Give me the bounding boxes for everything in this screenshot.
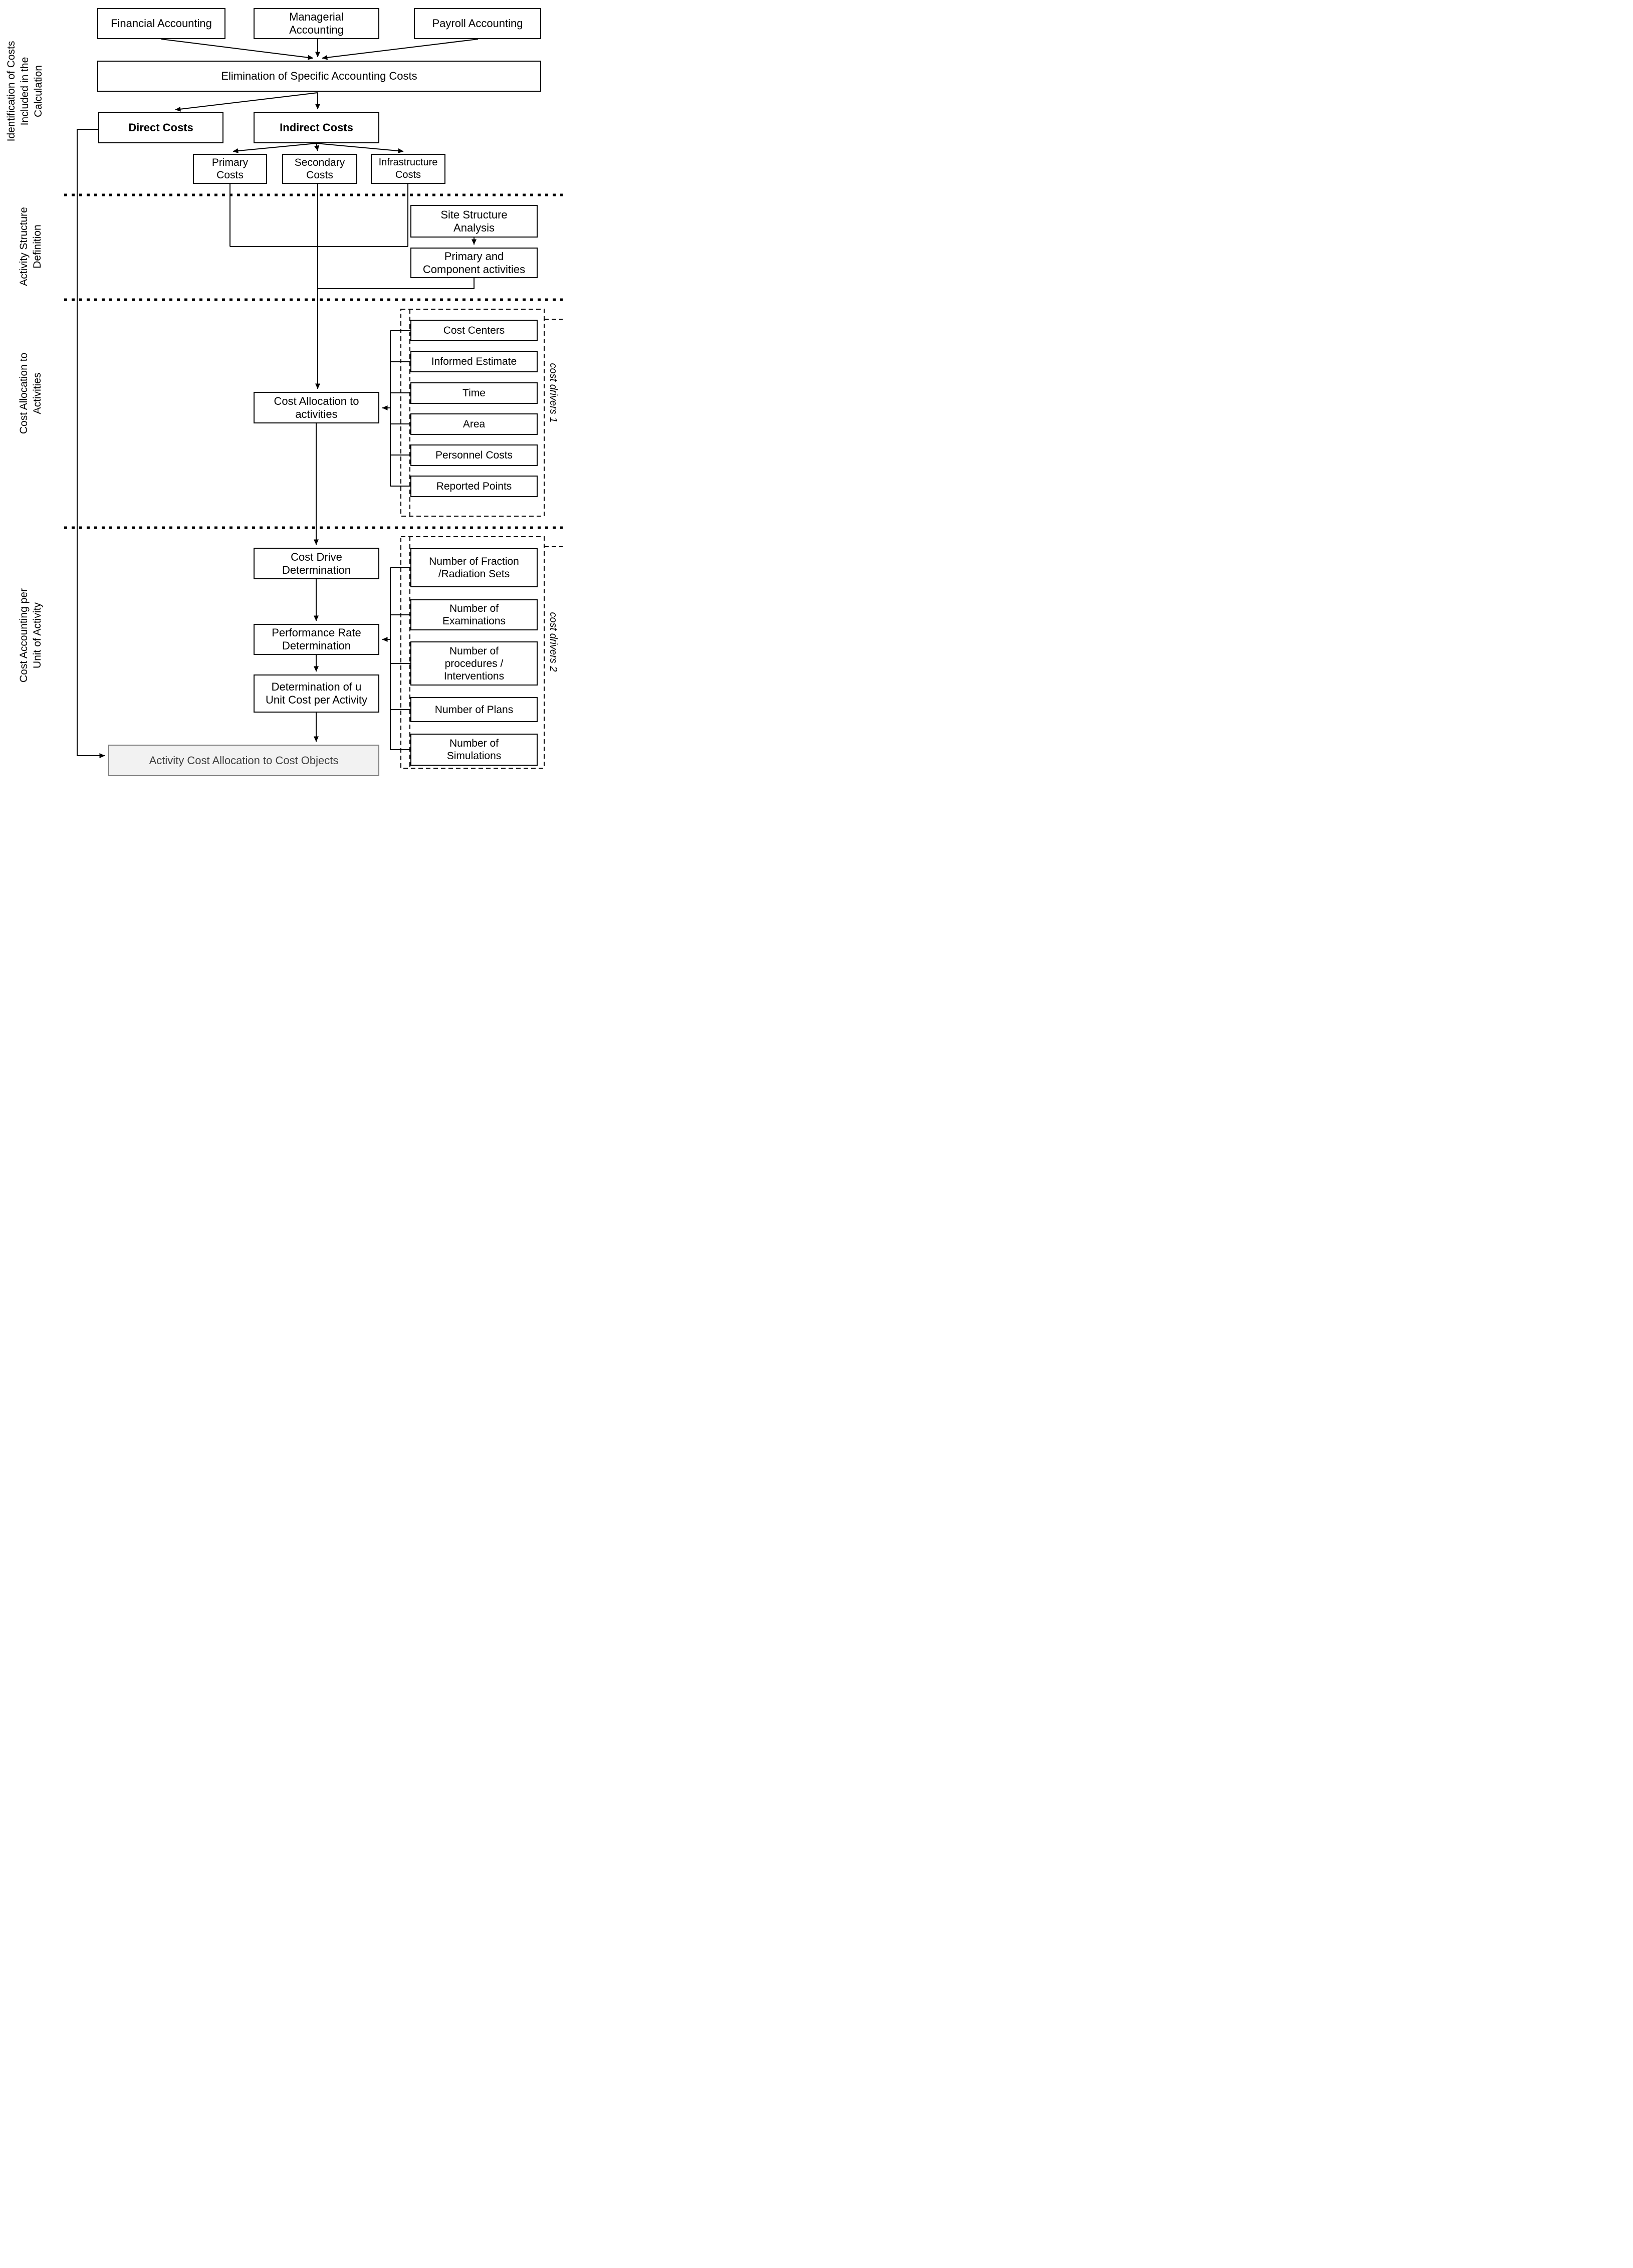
section-label-cost-accounting: Cost Accounting per Unit of Activity (18, 588, 43, 683)
box-secondary-costs: Secondary Costs (282, 154, 357, 184)
box-informed-estimate: Informed Estimate (410, 351, 538, 372)
box-payroll-accounting: Payroll Accounting (414, 8, 541, 39)
section-label-cost-allocation: Cost Allocation to Activities (18, 352, 43, 434)
box-primary-costs: Primary Costs (193, 154, 267, 184)
arrow-indirect-to-infrastructure (316, 143, 404, 154)
cost-drivers-2-frame (400, 536, 563, 769)
box-area: Area (410, 413, 538, 435)
box-managerial-accounting: Managerial Accounting (254, 8, 379, 39)
arrow-indirect-to-primary (232, 143, 317, 153)
cost-drivers-1-bracket (382, 330, 410, 487)
box-direct-costs: Direct Costs (98, 112, 223, 143)
box-number-of-fraction-radiation-sets: Number of Fraction /Radiation Sets (410, 548, 538, 587)
box-number-of-simulations: Number of Simulations (410, 734, 538, 766)
box-performance-rate-determination: Performance Rate Determination (254, 624, 379, 655)
box-cost-centers: Cost Centers (410, 320, 538, 341)
connector-lines-layer (64, 39, 563, 769)
box-cost-allocation-to-activities: Cost Allocation to activities (254, 392, 379, 423)
arrow-payroll-to-elimination (322, 39, 479, 60)
box-infrastructure-costs: Infrastructure Costs (371, 154, 445, 184)
arrow-indirect-to-secondary (314, 143, 319, 151)
box-activity-cost-allocation-to-cost-objects: Activity Cost Allocation to Cost Objects (108, 745, 379, 776)
box-personnel-costs: Personnel Costs (410, 444, 538, 466)
box-elimination: Elimination of Specific Accounting Costs (97, 61, 541, 92)
box-indirect-costs: Indirect Costs (254, 112, 379, 143)
section-label-identification: Identification of Costs Included in the … (5, 41, 44, 142)
box-number-of-procedures-interventions: Number of procedures / Interventions (410, 641, 538, 686)
line-direct-costs-to-final (77, 129, 105, 758)
flowchart-canvas: Identification of Costs Included in the … (0, 0, 564, 783)
box-site-structure-analysis: Site Structure Analysis (410, 205, 538, 238)
cost-drivers-2-label: cost drivers 2 (548, 612, 559, 672)
cost-drivers-1-frame (400, 309, 563, 517)
arrow-elimination-to-direct (175, 92, 318, 112)
box-number-of-examinations: Number of Examinations (410, 599, 538, 630)
box-number-of-plans: Number of Plans (410, 697, 538, 722)
box-cost-drive-determination: Cost Drive Determination (254, 548, 379, 579)
box-time: Time (410, 382, 538, 404)
box-reported-points: Reported Points (410, 476, 538, 497)
cost-drivers-1-label: cost drivers 1 (548, 363, 559, 423)
cost-drivers-2-bracket (382, 567, 410, 750)
box-primary-component-activities: Primary and Component activities (410, 248, 538, 278)
box-unit-cost-determination: Determination of u Unit Cost per Activit… (254, 674, 379, 713)
section-label-activity-structure: Activity Structure Definition (18, 207, 43, 286)
line-component-activities-join (318, 278, 475, 289)
box-financial-accounting: Financial Accounting (97, 8, 225, 39)
arrow-financial-to-elimination (161, 39, 314, 60)
